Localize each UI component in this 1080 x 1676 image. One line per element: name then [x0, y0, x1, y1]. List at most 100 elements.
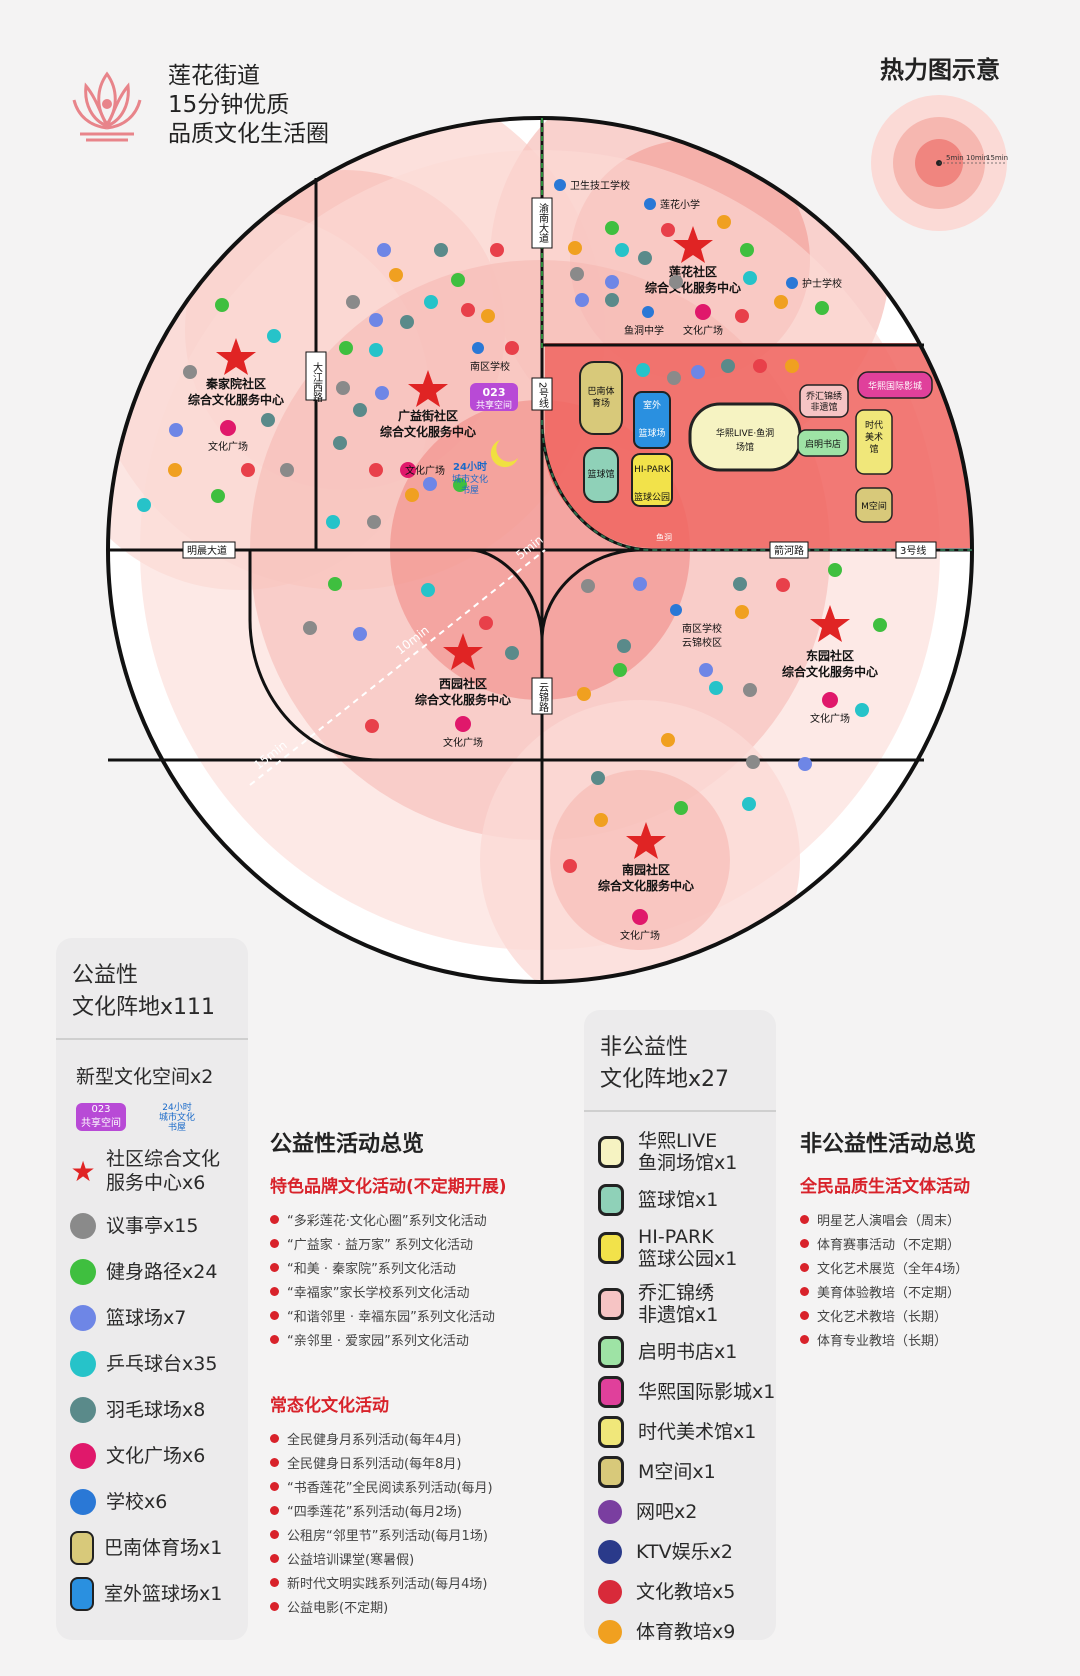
facility-icon	[691, 365, 705, 379]
nonpublic-legend-item: 华熙LIVE 鱼洞场馆x1	[584, 1124, 776, 1180]
center-lianhua-line2: 综合文化服务中心	[645, 280, 741, 295]
facility-icon	[563, 859, 577, 873]
svg-text:场馆: 场馆	[736, 441, 754, 453]
star-icon: ★	[70, 1154, 96, 1188]
facility-icon	[505, 341, 519, 355]
venue-swatch-icon	[598, 1336, 624, 1368]
svg-text:室外: 室外	[643, 399, 661, 411]
title-line-1: 莲花街道	[168, 63, 260, 89]
nonpublic-legend-label: M空间x1	[638, 1461, 716, 1483]
facility-icon	[605, 275, 619, 289]
facility-icon	[661, 223, 675, 237]
school-icon	[472, 342, 484, 354]
school-label: 南区学校	[470, 360, 510, 373]
nonpublic-activities-title: 非公益性活动总览	[800, 1132, 977, 1157]
facility-icon	[505, 646, 519, 660]
school-label: 护士学校	[802, 277, 842, 290]
star-icon	[810, 605, 850, 642]
svg-text:篮球场: 篮球场	[638, 427, 665, 439]
facility-icon	[328, 577, 342, 591]
facility-icon	[365, 719, 379, 733]
facility-icon	[339, 341, 353, 355]
venue-basketball-hall	[583, 447, 619, 503]
venue-swatch-icon	[598, 1232, 624, 1264]
regular-activities-title: 常态化文化活动	[270, 1396, 389, 1416]
facility-icon	[717, 215, 731, 229]
road-label-mingchen: 明晨大道	[187, 544, 227, 557]
activity-item: 新时代文明实践系列活动(每月4场)	[270, 1570, 570, 1594]
public-legend-item: ★社区综合文化 服务中心x6	[56, 1139, 248, 1203]
badminton-icon	[70, 1397, 96, 1423]
nonpublic-legend-item: 文化教培x5	[584, 1572, 776, 1612]
svg-text:城市文化: 城市文化	[452, 473, 488, 485]
new-space-label: 新型文化空间x2	[76, 1066, 214, 1088]
facility-icon	[735, 309, 749, 323]
star-icon	[626, 822, 666, 859]
venue-swatch-icon	[598, 1136, 624, 1168]
road-label-line3: 3号线	[900, 544, 926, 557]
activity-item: “广益家 · 益万家” 系列文化活动	[270, 1231, 570, 1255]
venue-swatch-icon	[598, 1416, 624, 1448]
road-label-yunan: 渝南大道	[537, 202, 549, 243]
svg-text:M空间: M空间	[861, 500, 887, 512]
brand-activities-list: “多彩莲花·文化心圈”系列文化活动“广益家 · 益万家” 系列文化活动“和美 ·…	[270, 1207, 570, 1351]
nonpublic-legend-label: HI-PARK 篮球公园x1	[638, 1226, 738, 1270]
facility-icon	[674, 801, 688, 815]
nonpublic-legend-label: 网吧x2	[636, 1501, 698, 1523]
facility-icon	[591, 771, 605, 785]
classroom-icon	[598, 1580, 622, 1604]
venue-heritage-hall	[799, 384, 849, 418]
facility-icon	[267, 329, 281, 343]
activity-item: 公租房“邻里节”系列活动(每月1场)	[270, 1522, 570, 1546]
brand-activities-title: 特色品牌文化活动(不定期开展)	[270, 1177, 507, 1197]
facility-icon	[699, 663, 713, 677]
svg-text:非遗馆: 非遗馆	[810, 401, 837, 413]
facility-icon	[400, 315, 414, 329]
public-legend-item: 乒乓球台x35	[56, 1341, 248, 1387]
pingpong-icon	[70, 1351, 96, 1377]
svg-text:HI-PARK: HI-PARK	[634, 465, 671, 475]
nonpublic-activities-subtitle: 全民品质生活文体活动	[800, 1177, 970, 1197]
svg-text:华熙国际影城: 华熙国际影城	[868, 380, 922, 392]
facility-icon	[336, 381, 350, 395]
public-legend-item: 学校x6	[56, 1479, 248, 1525]
public-legend-item: 巴南体育场x1	[56, 1525, 248, 1571]
facility-icon	[740, 243, 754, 257]
dance-icon	[455, 716, 471, 732]
regular-activities-list: 全民健身月系列活动(每年4月)全民健身日系列活动(每年8月)“书香莲花”全民阅读…	[270, 1426, 570, 1618]
title-line-2: 15分钟优质	[168, 92, 290, 118]
activity-item: “幸福家”家长学校系列文化活动	[270, 1279, 570, 1303]
activity-item: 体育专业教培（长期）	[800, 1327, 1070, 1351]
facility-icon	[369, 463, 383, 477]
school-icon	[644, 198, 656, 210]
facility-icon	[636, 363, 650, 377]
school-label: 莲花小学	[660, 198, 700, 211]
nonpublic-legend-label: 乔汇锦绣 非遗馆x1	[638, 1282, 719, 1326]
facility-icon	[743, 271, 757, 285]
star-icon	[673, 226, 713, 263]
road-label-yunjin: 云锦路	[537, 682, 549, 713]
venue-m-space	[855, 487, 893, 523]
dance-icon	[70, 1443, 96, 1469]
svg-text:书屋: 书屋	[461, 485, 479, 496]
public-legend-item: 羽毛球场x8	[56, 1387, 248, 1433]
center-dongyuan-line1: 东园社区	[806, 648, 854, 663]
svg-text:馆: 馆	[869, 443, 878, 455]
facility-icon	[615, 243, 629, 257]
school-icon	[642, 306, 654, 318]
public-legend-label: 羽毛球场x8	[106, 1399, 206, 1421]
nonpublic-legend-label: 启明书店x1	[638, 1341, 738, 1363]
activity-item: “四季莲花”系列活动(每月2场)	[270, 1498, 570, 1522]
facility-icon	[873, 618, 887, 632]
venue-qiming-bookstore	[797, 429, 849, 457]
facility-icon	[581, 579, 595, 593]
plaza-label: 文化广场	[208, 440, 248, 453]
svg-text:023: 023	[483, 386, 506, 399]
nonpublic-legend-item: 华熙国际影城x1	[584, 1372, 776, 1412]
activity-item: 公益培训课堂(寒暑假)	[270, 1546, 570, 1570]
activity-item: 文化艺术展览（全年4场）	[800, 1255, 1070, 1279]
facility-icon	[479, 616, 493, 630]
dance-icon	[632, 909, 648, 925]
facility-icon	[451, 273, 465, 287]
